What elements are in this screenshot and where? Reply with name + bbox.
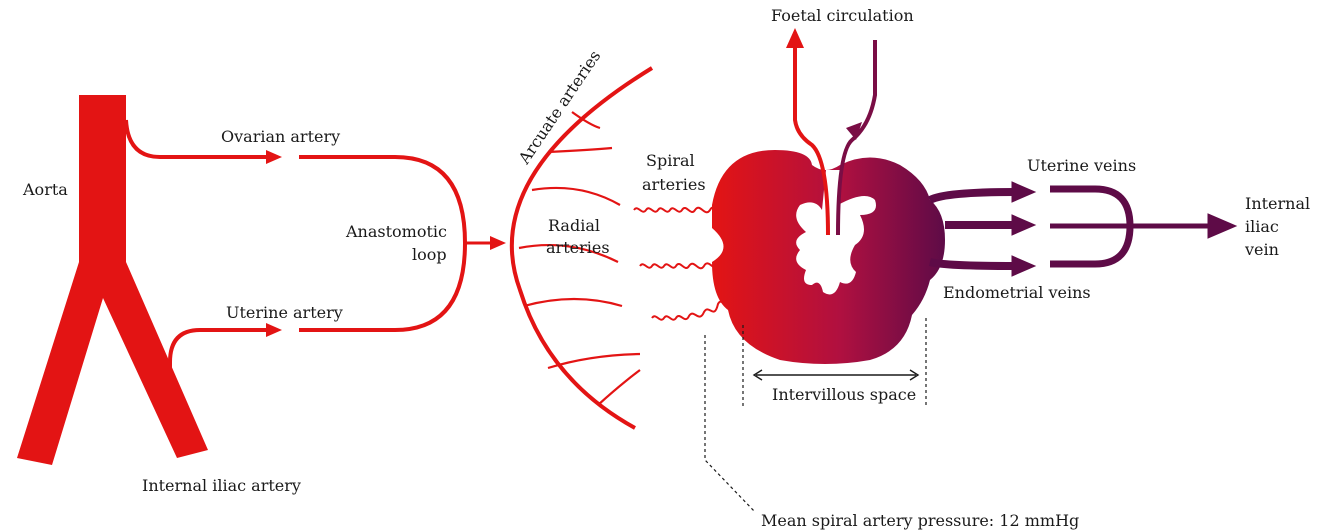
mean-pressure-label: Mean spiral artery pressure: 12 mmHg <box>761 511 1079 530</box>
uterine-veins-vessels <box>930 182 1236 276</box>
spiral-arteries-label-line1: Spiral <box>646 151 695 170</box>
ovarian-artery-label: Ovarian artery <box>221 127 340 146</box>
aorta-vessel <box>17 95 208 465</box>
intervillous-space-arrow <box>754 370 918 380</box>
intervillous-space-label: Intervillous space <box>772 385 916 404</box>
radial-arteries-label-line1: Radial <box>548 216 600 235</box>
anastomotic-loop-label-line1: Anastomotic <box>345 222 447 241</box>
aorta-label: Aorta <box>22 180 68 199</box>
foetal-circulation-label: Foetal circulation <box>771 6 914 25</box>
internal-iliac-vein-label-line3: vein <box>1244 240 1279 259</box>
anastomotic-loop-label-line2: loop <box>412 245 447 264</box>
uterine-veins-label: Uterine veins <box>1027 156 1136 175</box>
internal-iliac-vein-label-line2: iliac <box>1245 217 1279 236</box>
uterine-artery-label: Uterine artery <box>226 303 343 322</box>
uterine-artery-vessel <box>170 323 282 380</box>
endometrial-veins-label: Endometrial veins <box>943 283 1091 302</box>
internal-iliac-vein-label-line1: Internal <box>1245 194 1310 213</box>
internal-iliac-artery-label: Internal iliac artery <box>142 476 301 495</box>
radial-arteries-label-line2: arteries <box>546 238 610 257</box>
spiral-arteries-label-line2: arteries <box>642 175 706 194</box>
